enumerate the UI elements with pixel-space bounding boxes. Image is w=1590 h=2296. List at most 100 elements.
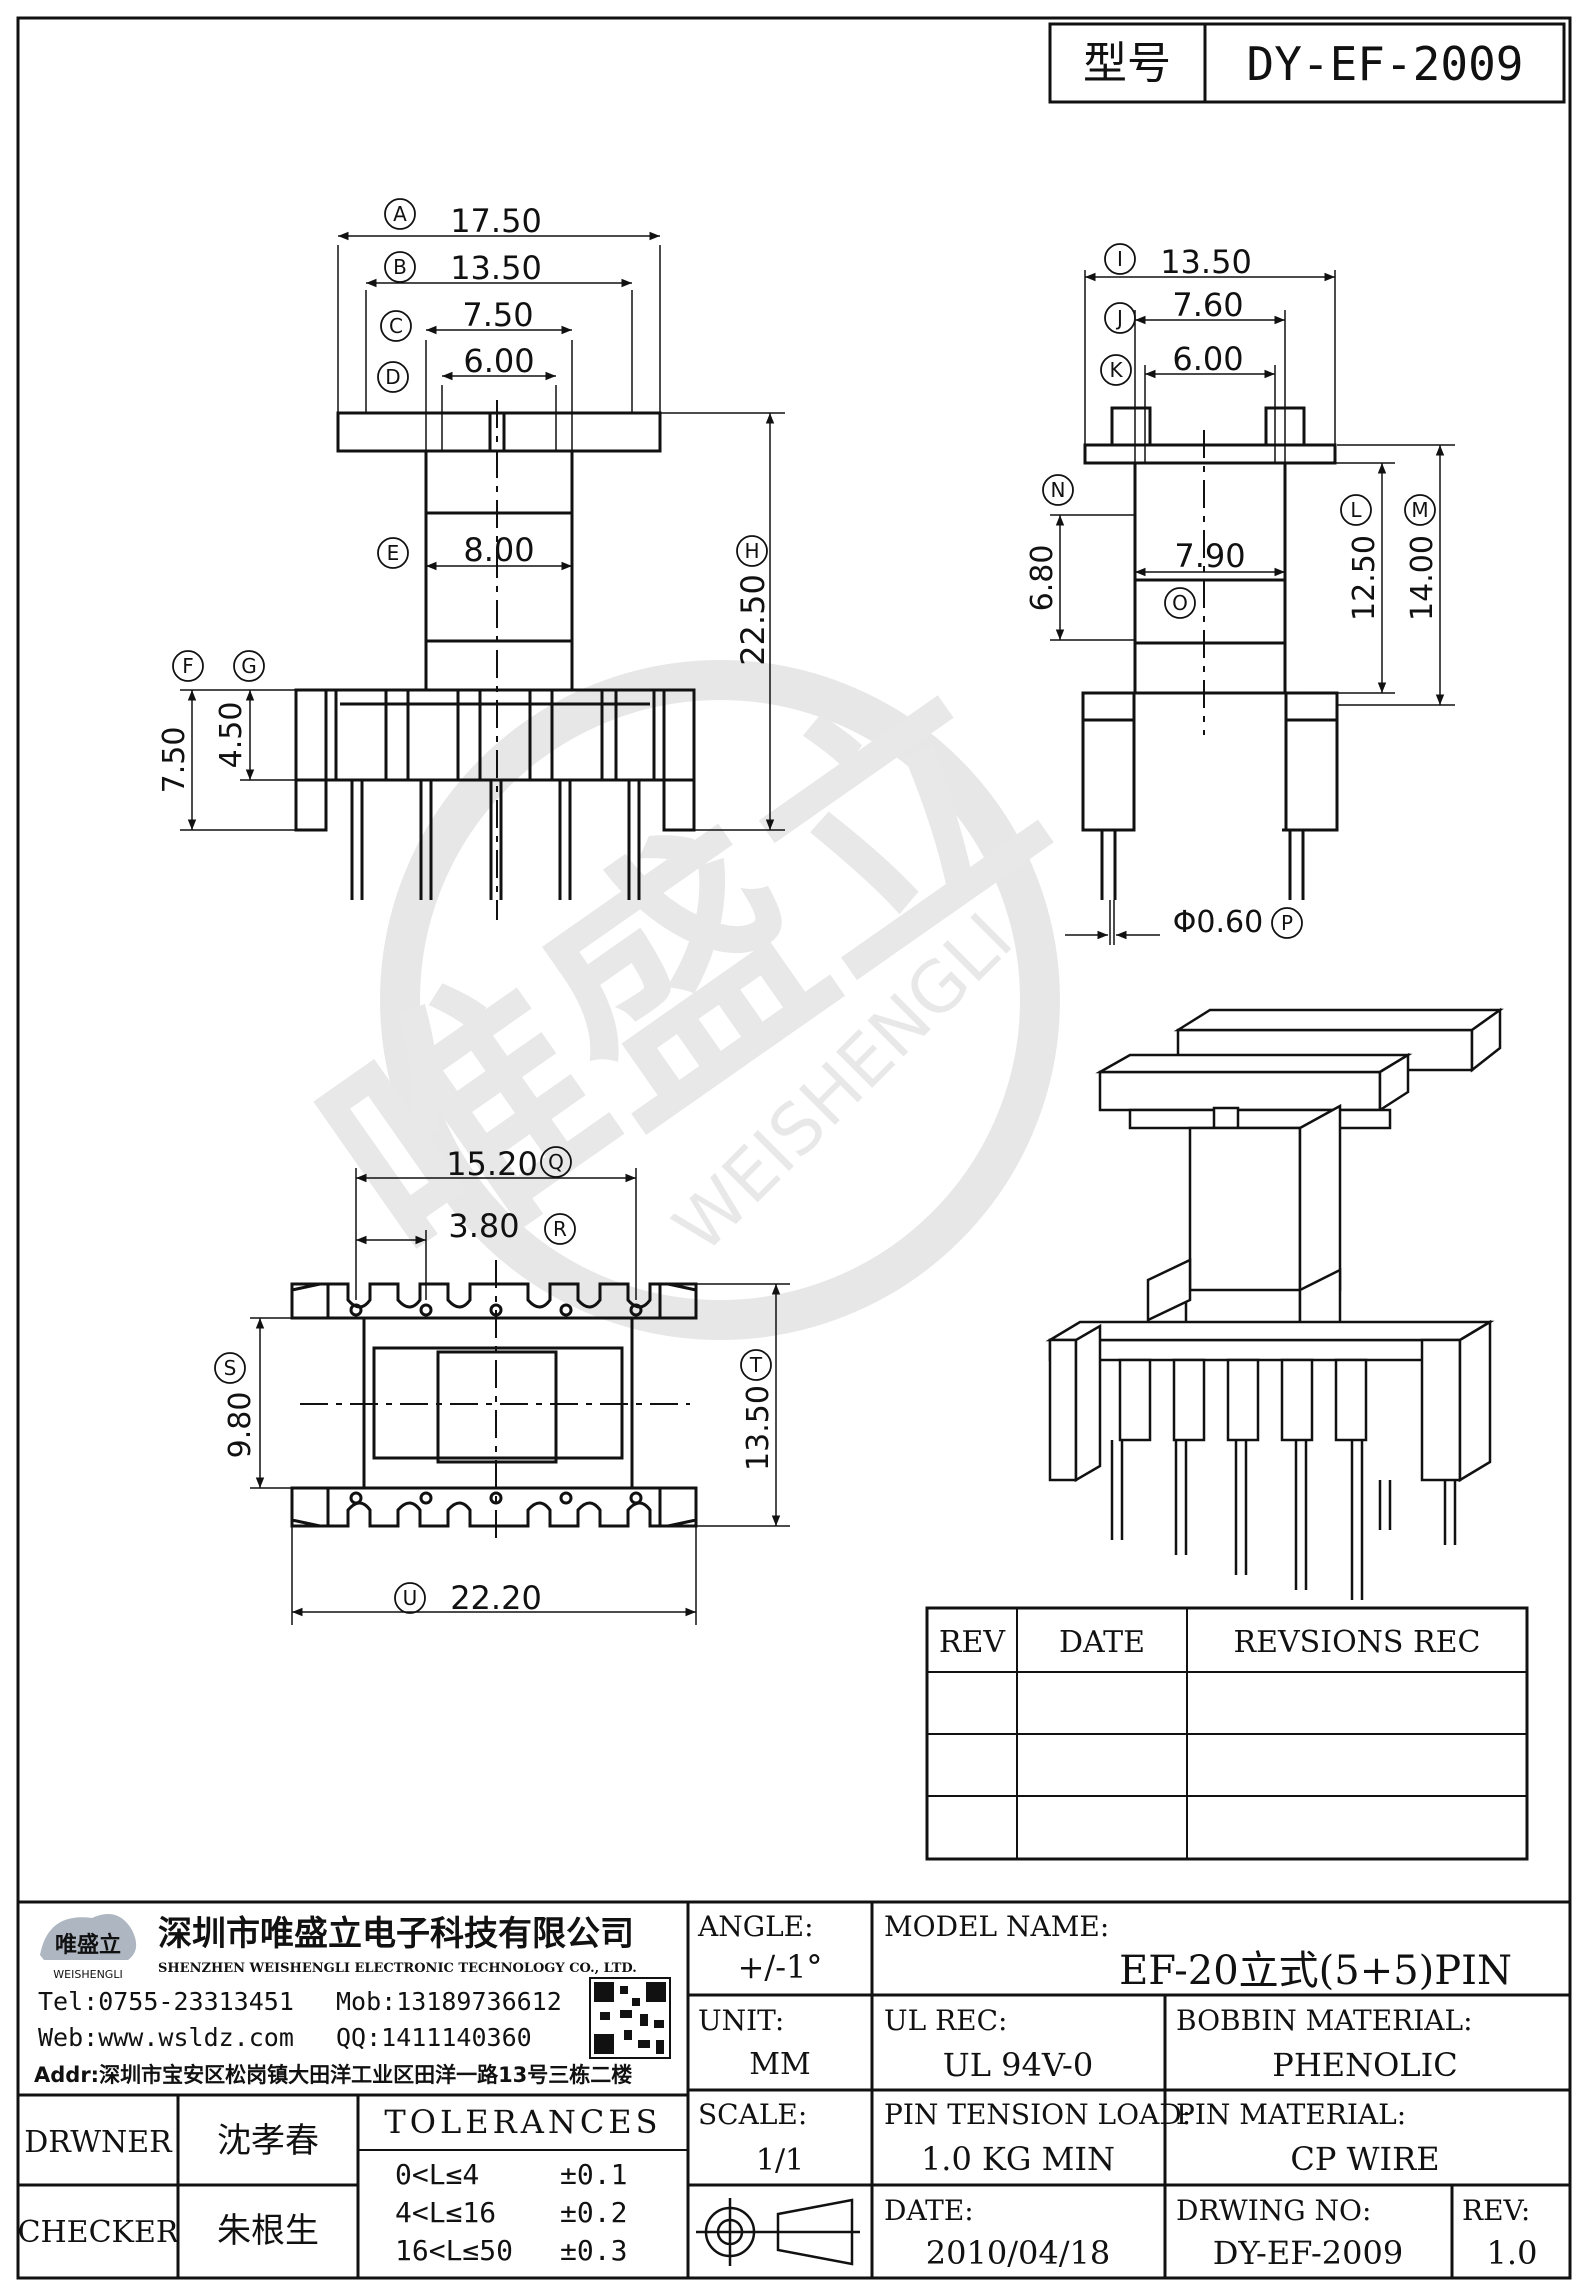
rev-header-rec: REVSIONS REC bbox=[1234, 1625, 1481, 1660]
label-q: Q bbox=[548, 1150, 564, 1174]
label-j: J bbox=[1115, 306, 1123, 330]
balloon-r bbox=[544, 1213, 576, 1245]
rev-header-date: DATE bbox=[1059, 1625, 1145, 1660]
front-view bbox=[294, 400, 696, 920]
dim-i: 13.50 bbox=[1160, 243, 1252, 281]
logo-cn: 唯盛立 bbox=[55, 1932, 121, 1958]
sheet-border bbox=[16, 16, 1572, 2280]
unit-label: UNIT: bbox=[698, 2004, 784, 2037]
label-i: I bbox=[1117, 247, 1123, 271]
drawer-value: 沈孝春 bbox=[217, 2121, 319, 2161]
label-h: H bbox=[744, 539, 759, 563]
side-view-labels: I 13.50 J 7.60 K 6.00 N 6.80 7.90 O L 12… bbox=[1025, 243, 1440, 940]
qr-code bbox=[589, 1977, 671, 2059]
scale-label: SCALE: bbox=[698, 2098, 807, 2131]
company-addr: Addr:深圳市宝安区松岗镇大田洋工业区田洋一路13号三栋二楼 bbox=[34, 2063, 632, 2087]
unit-value: MM bbox=[749, 2047, 810, 2082]
company-tel: Tel:0755-23313451 bbox=[38, 1987, 294, 2016]
side-view bbox=[1081, 406, 1339, 900]
ul-label: UL REC: bbox=[884, 2004, 1007, 2037]
balloon-t bbox=[740, 1349, 772, 1381]
drawer-label: DRWNER bbox=[24, 2125, 173, 2160]
model-value: EF-20立式(5+5)PIN bbox=[1119, 1948, 1512, 1994]
balloon-m bbox=[1404, 494, 1436, 526]
dim-l: 12.50 bbox=[1347, 535, 1382, 621]
isometric-view bbox=[1045, 1007, 1504, 1600]
bottom-view bbox=[290, 1260, 698, 1545]
balloon-q bbox=[540, 1146, 572, 1178]
rev-value: 1.0 bbox=[1487, 2234, 1538, 2272]
balloon-j bbox=[1104, 302, 1136, 334]
label-n: N bbox=[1051, 478, 1066, 502]
dim-s: 9.80 bbox=[223, 1392, 258, 1459]
logo-en: WEISHENGLI bbox=[53, 1968, 122, 1981]
dim-r: 3.80 bbox=[448, 1207, 519, 1245]
tolerances-label: TOLERANCES bbox=[384, 2103, 661, 2141]
balloon-a bbox=[384, 198, 416, 230]
pinmat-value: CP WIRE bbox=[1290, 2140, 1439, 2178]
balloon-e bbox=[377, 537, 409, 569]
date-label: DATE: bbox=[884, 2194, 974, 2227]
header-part-no: DY-EF-2009 bbox=[1247, 37, 1524, 91]
tol-value-3: ±0.3 bbox=[560, 2234, 627, 2267]
tension-label: PIN TENSION LOAD: bbox=[884, 2098, 1191, 2131]
rev-header-rev: REV bbox=[939, 1625, 1006, 1660]
projection-symbol-icon bbox=[696, 2198, 860, 2266]
bottom-view-labels: 15.20 Q 3.80 R S 9.80 T 13.50 U 22.20 bbox=[214, 1145, 776, 1617]
dim-m: 14.00 bbox=[1405, 535, 1440, 621]
title-block-grid bbox=[18, 1900, 1570, 2278]
label-c: C bbox=[389, 314, 403, 338]
checker-label: CHECKER bbox=[18, 2215, 180, 2250]
angle-label: ANGLE: bbox=[697, 1910, 814, 1943]
dim-k: 6.00 bbox=[1172, 340, 1243, 378]
rev-label: REV: bbox=[1462, 2194, 1530, 2227]
header-box: 型号 DY-EF-2009 bbox=[1048, 22, 1566, 104]
balloon-s bbox=[214, 1352, 246, 1384]
dim-p: Φ0.60 bbox=[1173, 905, 1263, 940]
tension-value: 1.0 KG MIN bbox=[921, 2140, 1115, 2178]
label-e: E bbox=[387, 541, 400, 565]
balloon-p bbox=[1271, 907, 1303, 939]
company-name-en: SHENZHEN WEISHENGLI ELECTRONIC TECHNOLOG… bbox=[158, 1961, 637, 1976]
balloon-c bbox=[380, 310, 412, 342]
front-view-dims bbox=[180, 231, 785, 831]
dim-d: 6.00 bbox=[463, 342, 534, 380]
tol-range-1: 0<L≤4 bbox=[395, 2158, 479, 2191]
dim-o: 7.90 bbox=[1174, 537, 1245, 575]
drwno-label: DRWING NO: bbox=[1176, 2194, 1371, 2227]
label-o: O bbox=[1172, 591, 1188, 615]
label-f: F bbox=[182, 654, 194, 678]
ul-value: UL 94V-0 bbox=[943, 2046, 1093, 2084]
balloon-l bbox=[1340, 494, 1372, 526]
balloon-n bbox=[1042, 474, 1074, 506]
bottom-view-dims bbox=[250, 1168, 790, 1625]
model-label: MODEL NAME: bbox=[884, 1910, 1109, 1943]
tol-value-1: ±0.1 bbox=[560, 2158, 627, 2191]
balloon-f bbox=[172, 650, 204, 682]
company-qq: QQ:1411140360 bbox=[336, 2023, 532, 2052]
dim-n: 6.80 bbox=[1025, 545, 1060, 612]
balloon-o bbox=[1164, 587, 1196, 619]
dim-e: 8.00 bbox=[463, 531, 534, 569]
dim-u: 22.20 bbox=[450, 1579, 542, 1617]
drwno-value: DY-EF-2009 bbox=[1213, 2234, 1403, 2272]
dim-q: 15.20 bbox=[446, 1145, 538, 1183]
label-l: L bbox=[1350, 498, 1362, 522]
label-u: U bbox=[403, 1586, 418, 1610]
balloon-i bbox=[1104, 243, 1136, 275]
dim-c: 7.50 bbox=[462, 296, 533, 334]
date-value: 2010/04/18 bbox=[926, 2234, 1110, 2272]
label-b: B bbox=[393, 255, 407, 279]
tol-range-3: 16<L≤50 bbox=[395, 2234, 513, 2267]
label-t: T bbox=[749, 1353, 763, 1377]
balloon-g bbox=[233, 650, 265, 682]
label-a: A bbox=[393, 202, 407, 226]
dim-b: 13.50 bbox=[450, 249, 542, 287]
company-name-cn: 深圳市唯盛立电子科技有限公司 bbox=[158, 1914, 634, 1954]
label-m: M bbox=[1411, 498, 1428, 522]
balloon-b bbox=[384, 251, 416, 283]
watermark: 唯盛立 WEISHENGLI bbox=[277, 629, 1089, 1340]
bobbin-label: BOBBIN MATERIAL: bbox=[1176, 2004, 1473, 2037]
tol-value-2: ±0.2 bbox=[560, 2196, 627, 2229]
